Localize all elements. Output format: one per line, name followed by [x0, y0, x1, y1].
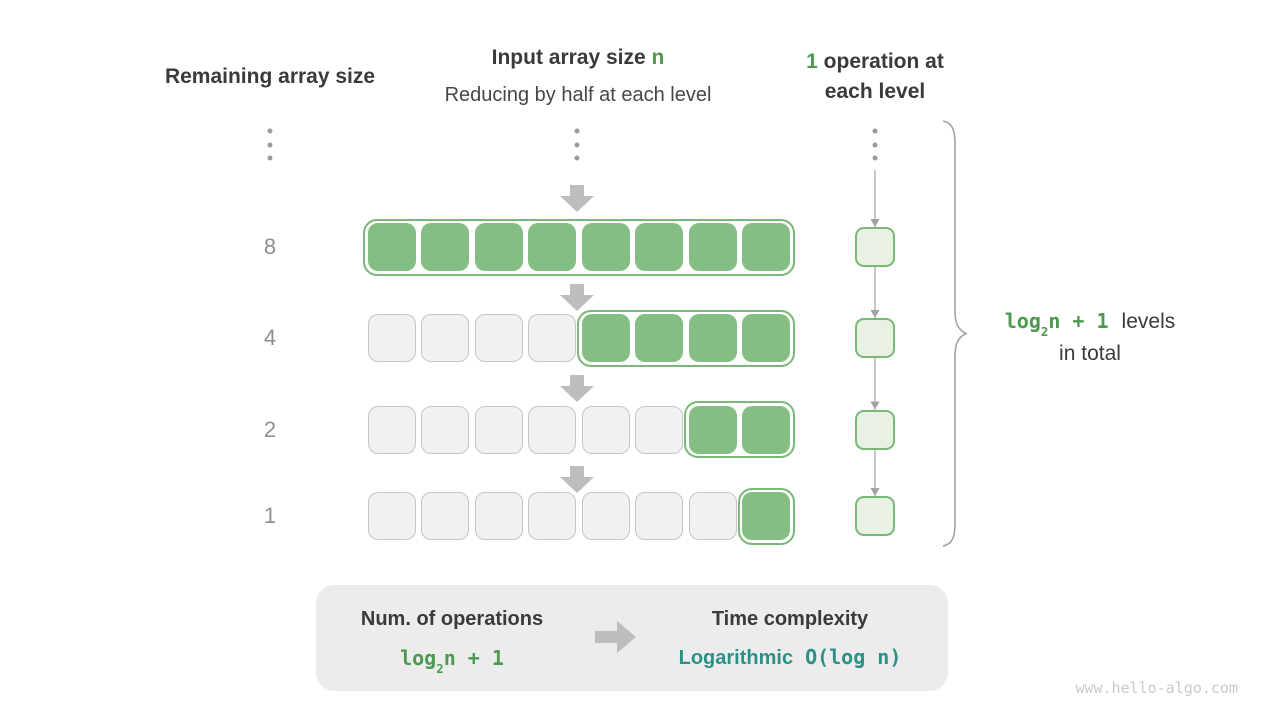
- array-cell-active: [742, 314, 790, 362]
- header-remaining-array-size: Remaining array size: [164, 65, 376, 88]
- array-cell-inactive: [474, 492, 523, 540]
- levels-formula: log2n + 1: [1004, 309, 1109, 340]
- levels-total-line2: in total: [1059, 342, 1121, 365]
- array-cell-inactive: [421, 314, 469, 362]
- header-one-operation-line2: each level: [824, 80, 926, 103]
- array-cell-inactive: [421, 405, 469, 454]
- brace-icon: [942, 120, 968, 547]
- summary-panel: Num. of operations log2n + 1 Time comple…: [316, 585, 948, 691]
- header-input-array-size: Input array size n: [492, 46, 665, 70]
- down-arrow-icon: [559, 185, 595, 212]
- header-one-operation-accent: 1: [806, 50, 818, 73]
- array-cell-inactive: [528, 405, 576, 454]
- active-subarray-outline: [363, 218, 795, 276]
- array-cell-active: [635, 314, 683, 362]
- array-cell-inactive: [367, 492, 416, 540]
- watermark: www.hello-algo.com: [1075, 679, 1238, 697]
- array-cell-inactive: [367, 314, 416, 362]
- levels-total-label: log2n + 1 levels in total: [1005, 305, 1176, 370]
- ellipsis-icon: [574, 142, 580, 147]
- down-arrow-icon: [559, 375, 595, 402]
- array-cell-inactive: [581, 405, 630, 454]
- num-operations-formula: log2n + 1: [400, 646, 504, 677]
- ellipsis-icon: [872, 155, 878, 161]
- array-cell-inactive: [528, 492, 576, 540]
- ellipsis-icon: [267, 142, 273, 147]
- time-complexity-word: Logarithmic: [678, 647, 794, 669]
- array-cell-active: [635, 223, 683, 271]
- array-cell-inactive: [581, 492, 630, 540]
- row-label: 8: [263, 234, 277, 259]
- operation-box: [855, 227, 895, 267]
- array-cell-inactive: [421, 492, 469, 540]
- array-cell-active: [474, 223, 523, 271]
- array-cell-active: [367, 223, 416, 271]
- ellipsis-icon: [267, 128, 273, 134]
- levels-suffix: levels: [1121, 310, 1176, 333]
- header-input-array-size-n: n: [651, 46, 665, 69]
- operation-box: [855, 318, 895, 358]
- time-complexity-title: Time complexity: [711, 608, 869, 630]
- down-arrow-icon: [559, 284, 595, 311]
- header-one-operation-rest: operation at: [817, 50, 944, 73]
- array-cell-active: [528, 223, 576, 271]
- array-cell-active: [742, 405, 790, 454]
- right-arrow-icon: [595, 620, 637, 654]
- row-label: 4: [263, 325, 277, 350]
- header-reducing-subtitle: Reducing by half at each level: [444, 84, 712, 106]
- active-subarray-outline: [684, 401, 795, 458]
- row-label: 2: [263, 416, 277, 442]
- array-cell-inactive: [688, 492, 737, 540]
- time-complexity-value: Logarithmic O(log n): [679, 645, 902, 670]
- header-input-array-size-text: Input array size: [491, 46, 652, 69]
- array-cell-inactive: [528, 314, 576, 362]
- active-subarray-outline: [577, 309, 795, 367]
- array-cell-active: [742, 492, 790, 540]
- operation-box: [855, 496, 895, 536]
- array-cell-inactive: [635, 405, 683, 454]
- row-label: 1: [263, 503, 277, 528]
- array-cell-inactive: [635, 492, 683, 540]
- array-cell-active: [421, 223, 469, 271]
- ellipsis-icon: [574, 128, 580, 134]
- ellipsis-icon: [872, 128, 878, 134]
- num-operations-title: Num. of operations: [360, 608, 544, 630]
- ellipsis-icon: [574, 155, 580, 161]
- ellipsis-icon: [872, 142, 878, 147]
- array-cell-active: [688, 405, 737, 454]
- array-cell-active: [742, 223, 790, 271]
- ellipsis-icon: [267, 155, 273, 161]
- operation-box: [855, 409, 895, 450]
- levels-total-line1: log2n + 1 levels: [1005, 305, 1176, 338]
- active-subarray-outline: [737, 487, 795, 545]
- header-one-operation-line1: 1 operation at: [806, 50, 944, 74]
- time-complexity-bigo: O(log n): [805, 645, 902, 669]
- down-arrow-icon: [559, 466, 595, 493]
- array-cell-inactive: [474, 405, 523, 454]
- array-cell-inactive: [474, 314, 523, 362]
- array-cell-inactive: [367, 405, 416, 454]
- array-cell-active: [581, 314, 630, 362]
- array-cell-active: [581, 223, 630, 271]
- array-cell-active: [688, 314, 737, 362]
- array-cell-active: [688, 223, 737, 271]
